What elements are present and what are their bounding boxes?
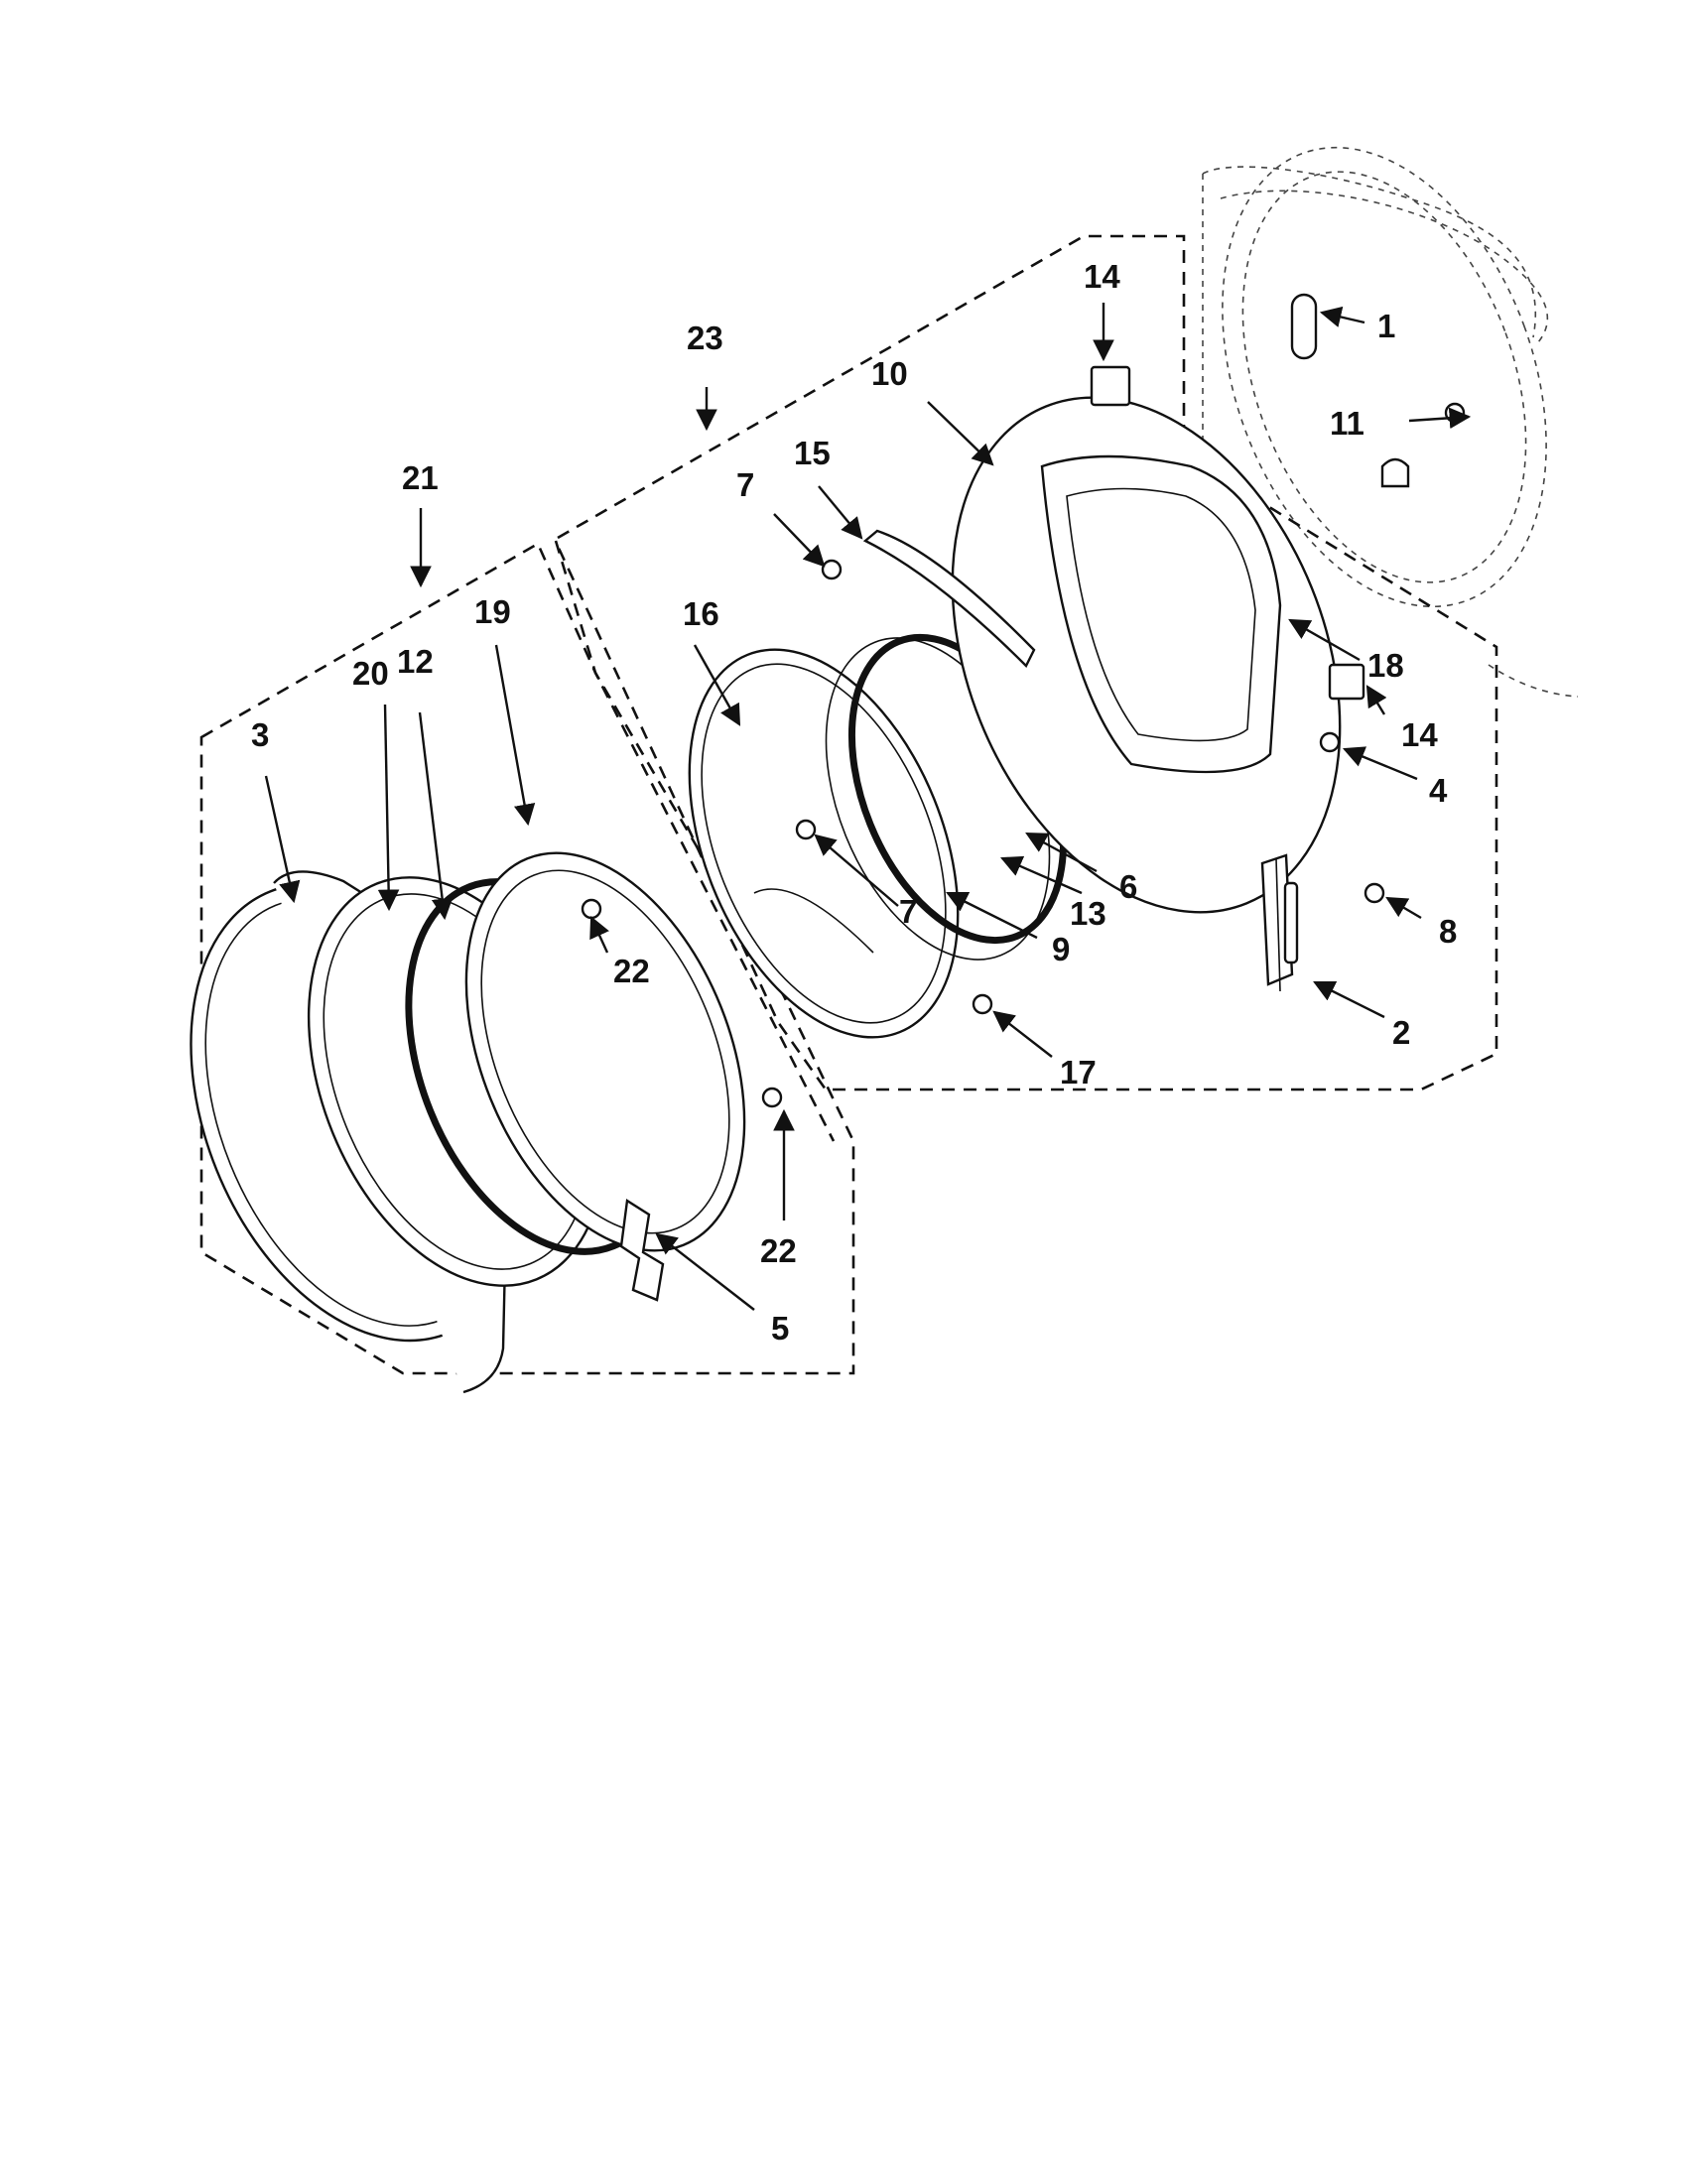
part-19-inner-ring xyxy=(464,851,746,1252)
callout-11: 11 xyxy=(1330,405,1364,442)
callout-18: 18 xyxy=(1367,647,1404,684)
callout-22b: 22 xyxy=(760,1232,797,1269)
assembly-21-boundary xyxy=(199,542,855,1375)
callout-21: 21 xyxy=(402,459,439,496)
callout-14b: 14 xyxy=(1401,716,1438,753)
screw-icons xyxy=(581,402,1466,1108)
part-5-hinge-bracket xyxy=(619,1198,665,1302)
callout-20: 20 xyxy=(352,655,389,692)
assembly-divider xyxy=(554,540,836,1142)
callout-2: 2 xyxy=(1392,1014,1410,1051)
callout-12: 12 xyxy=(397,643,434,680)
callout-1: 1 xyxy=(1377,308,1395,344)
cabinet-slot-part-1 xyxy=(1290,293,1318,360)
callout-17: 17 xyxy=(1060,1054,1097,1091)
part-15-strap xyxy=(862,529,1036,669)
callout-19: 19 xyxy=(474,593,511,630)
callout-8: 8 xyxy=(1439,913,1457,950)
cabinet-latch xyxy=(1380,457,1410,488)
callout-15: 15 xyxy=(794,435,831,471)
callout-4: 4 xyxy=(1429,772,1448,809)
callout-6: 6 xyxy=(1119,868,1137,905)
callout-13: 13 xyxy=(1070,895,1106,932)
dryer-cabinet-outline xyxy=(1202,146,1579,698)
callout-7a: 7 xyxy=(736,466,754,503)
callout-5: 5 xyxy=(771,1310,789,1347)
callout-7b: 7 xyxy=(899,893,917,930)
callout-16: 16 xyxy=(683,595,719,632)
callout-3: 3 xyxy=(251,716,269,753)
callout-9: 9 xyxy=(1052,931,1070,967)
part-10-rear-door-panel xyxy=(951,396,1342,914)
part-14-latch-right xyxy=(1328,663,1365,701)
assembly-23-boundary xyxy=(555,234,1498,1092)
callout-23: 23 xyxy=(687,320,723,356)
leader-lines xyxy=(264,303,1472,1311)
part-14-latch-top xyxy=(1090,365,1131,407)
callout-14a: 14 xyxy=(1084,258,1120,295)
callout-10: 10 xyxy=(871,355,908,392)
part-2-hinge xyxy=(1260,853,1299,992)
callout-22a: 22 xyxy=(613,953,650,989)
callout-labels: 1 2 3 4 5 6 7 7 8 9 10 11 12 13 14 14 15… xyxy=(251,258,1457,1347)
